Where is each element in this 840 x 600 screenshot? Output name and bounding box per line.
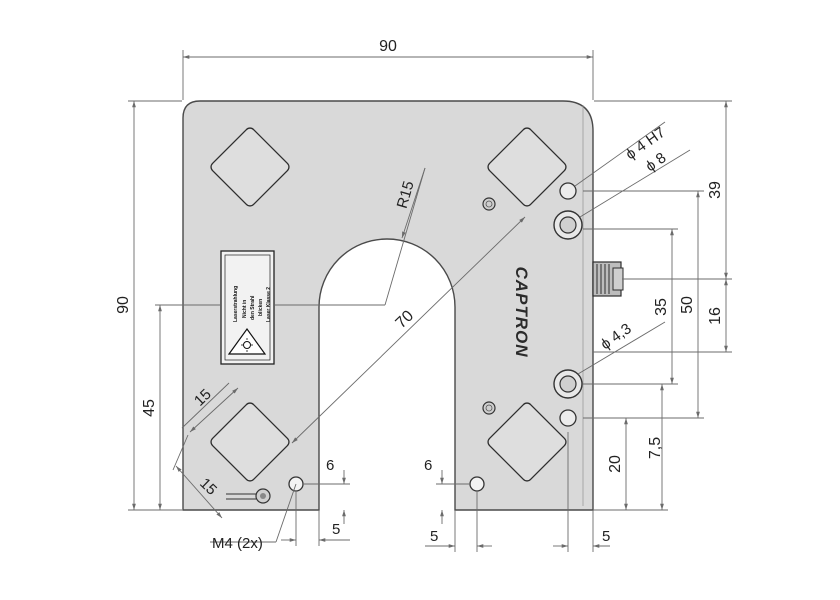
brand-logo-text: CAPTRON (512, 266, 531, 357)
dim-mount-left-offset: 6 (326, 457, 334, 474)
hole-4h7-lower (559, 409, 577, 427)
warning-line-2: Nicht in (242, 300, 248, 318)
mount-hole-right (469, 476, 485, 492)
sensor-pad-top-right (487, 127, 567, 207)
dim-right-39: 39 (707, 181, 724, 199)
laser-warning-icon (227, 327, 267, 355)
dim-right-7-5: 7,5 (647, 437, 664, 459)
dim-overall-width: 90 (379, 38, 397, 55)
hole-4-3 (553, 369, 583, 399)
dim-mount-right-offset: 6 (424, 457, 432, 474)
connector-icon (592, 261, 624, 297)
screw-lower (482, 401, 496, 415)
sensor-pad-top-left (210, 127, 290, 207)
mount-callout: M4 (2x) (212, 535, 263, 552)
dim-right-50: 50 (679, 296, 696, 314)
keyhole-slot (226, 488, 271, 504)
dim-bottom-left-offset: 5 (332, 521, 340, 538)
dim-right-20: 20 (607, 455, 624, 473)
warning-line-1: Laserstrahlung (233, 286, 239, 322)
warning-line-5: Laser Klasse 2 (266, 287, 272, 322)
dim-overall-height: 90 (115, 296, 132, 314)
hole-4h7-upper (559, 182, 577, 200)
dim-bottom-mid-offset: 5 (430, 528, 438, 545)
hole-8 (553, 210, 583, 240)
dim-bottom-right-offset: 5 (602, 528, 610, 545)
dim-right-16: 16 (707, 307, 724, 325)
laser-warning-label: Laserstrahlung Nicht in den Strahl blick… (220, 250, 275, 365)
dim-half-height: 45 (141, 399, 158, 417)
dim-diagonal: 70 (393, 307, 418, 332)
warning-line-4: blicken (258, 299, 264, 316)
dim-right-35: 35 (653, 298, 670, 316)
dim-slot-radius: R15 (394, 179, 418, 210)
screw-upper (482, 197, 496, 211)
warning-line-3: den Strahl (250, 295, 256, 320)
dim-hole-4-3: ϕ 4,3 (598, 320, 635, 353)
